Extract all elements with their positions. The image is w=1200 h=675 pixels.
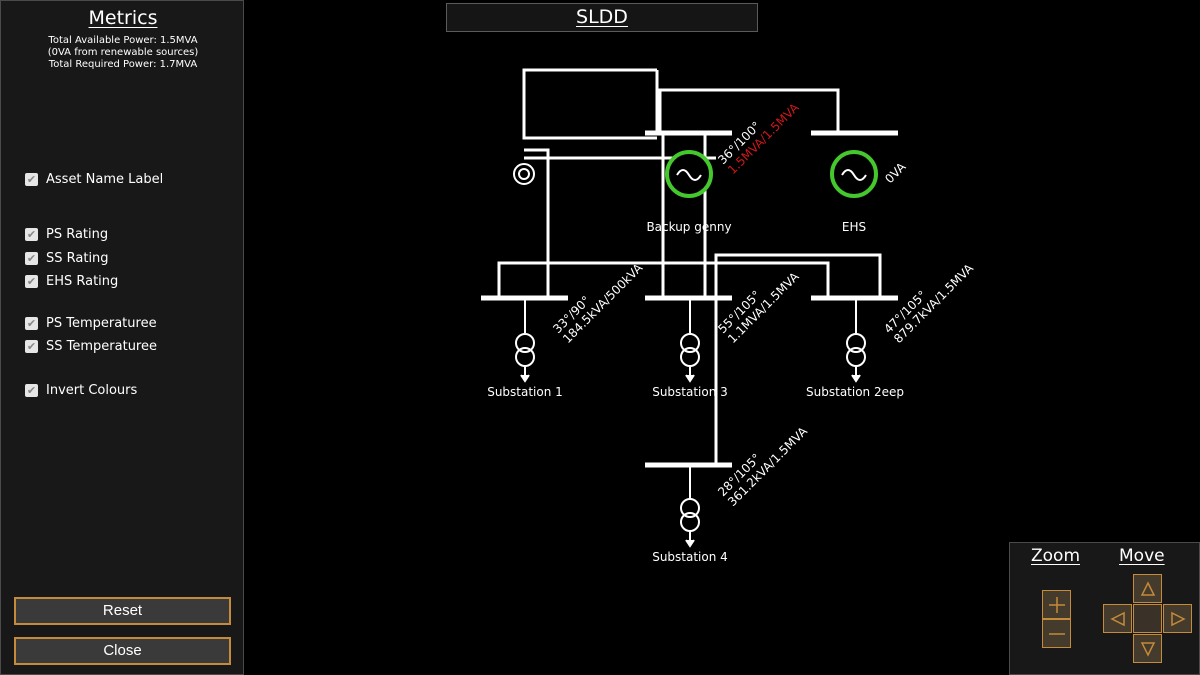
substation-3-label: Substation 3 bbox=[652, 385, 728, 399]
transformer-icon[interactable] bbox=[680, 300, 700, 383]
substation-4-label: Substation 4 bbox=[652, 550, 728, 564]
option-ps-rating[interactable]: ✔ PS Rating bbox=[25, 227, 108, 242]
option-ehs-rating[interactable]: ✔ EHS Rating bbox=[25, 274, 118, 289]
minus-icon bbox=[1048, 632, 1065, 635]
metrics-title: Metrics bbox=[88, 7, 158, 29]
metrics-panel: Metrics Total Available Power: 1.5MVA (0… bbox=[0, 0, 244, 675]
metrics-summary: Total Available Power: 1.5MVA (0VA from … bbox=[1, 35, 245, 71]
move-down-button[interactable] bbox=[1133, 634, 1162, 663]
move-right-button[interactable] bbox=[1163, 604, 1192, 633]
substation-1-label: Substation 1 bbox=[487, 385, 563, 399]
zoom-in-button[interactable] bbox=[1042, 590, 1071, 619]
zoom-out-button[interactable] bbox=[1042, 619, 1071, 648]
checkbox-icon[interactable]: ✔ bbox=[25, 173, 38, 186]
feeder-line bbox=[658, 88, 840, 133]
option-label: PS Temperaturee bbox=[46, 316, 157, 331]
diagram-title-bar: SLDD bbox=[446, 3, 758, 32]
option-label: Asset Name Label bbox=[46, 172, 164, 187]
checkbox-icon[interactable]: ✔ bbox=[25, 317, 38, 330]
option-ss-temperature[interactable]: ✔ SS Temperaturee bbox=[25, 339, 157, 354]
checkbox-icon[interactable]: ✔ bbox=[25, 340, 38, 353]
arrow-up-icon bbox=[1140, 580, 1155, 596]
transformer-icon[interactable] bbox=[846, 300, 866, 383]
transformer-icon[interactable] bbox=[680, 467, 700, 548]
backup-genny-generator-icon[interactable] bbox=[665, 150, 713, 198]
plus-icon bbox=[1048, 596, 1065, 613]
renewable-power: (0VA from renewable sources) bbox=[47, 47, 199, 58]
diagram-title: SLDD bbox=[576, 6, 628, 28]
feeder-line bbox=[497, 261, 830, 298]
navigation-panel: Zoom Move bbox=[1009, 542, 1200, 675]
transformer-icon[interactable] bbox=[515, 300, 535, 383]
option-ps-temperature[interactable]: ✔ PS Temperaturee bbox=[25, 316, 157, 331]
ehs-power-rating: 0VA bbox=[882, 159, 909, 186]
option-label: SS Temperaturee bbox=[46, 339, 157, 354]
option-ss-rating[interactable]: ✔ SS Rating bbox=[25, 251, 109, 266]
grid-source-icon[interactable] bbox=[513, 163, 535, 185]
arrow-down-icon bbox=[1140, 641, 1155, 657]
total-required-power: Total Required Power: 1.7MVA bbox=[48, 59, 198, 70]
option-label: EHS Rating bbox=[46, 274, 119, 289]
substation-2eep-label: Substation 2eep bbox=[806, 385, 904, 399]
move-up-button[interactable] bbox=[1133, 574, 1162, 603]
feeder-lines bbox=[497, 68, 882, 465]
option-invert-colours[interactable]: ✔ Invert Colours bbox=[25, 383, 137, 398]
reset-button[interactable]: Reset bbox=[14, 597, 231, 625]
move-left-button[interactable] bbox=[1103, 604, 1132, 633]
option-asset-name-label[interactable]: ✔ Asset Name Label bbox=[25, 172, 163, 187]
checkbox-icon[interactable]: ✔ bbox=[25, 275, 38, 288]
arrow-left-icon bbox=[1109, 611, 1125, 626]
feeder-line bbox=[714, 253, 882, 298]
move-center-button[interactable] bbox=[1133, 604, 1162, 633]
zoom-title: Zoom bbox=[1031, 546, 1081, 566]
backup-genny-label: Backup genny bbox=[646, 220, 731, 234]
checkbox-icon[interactable]: ✔ bbox=[25, 228, 38, 241]
checkbox-icon[interactable]: ✔ bbox=[25, 252, 38, 265]
ehs-generator-icon[interactable] bbox=[830, 150, 878, 198]
checkbox-icon[interactable]: ✔ bbox=[25, 384, 38, 397]
total-available-power: Total Available Power: 1.5MVA bbox=[48, 35, 198, 46]
feeder-line bbox=[522, 68, 657, 140]
option-label: PS Rating bbox=[46, 227, 109, 242]
option-label: Invert Colours bbox=[46, 383, 138, 398]
busbars bbox=[481, 130, 898, 468]
option-label: SS Rating bbox=[46, 251, 109, 266]
feeder-line bbox=[524, 148, 550, 298]
close-button[interactable]: Close bbox=[14, 637, 231, 665]
ehs-label: EHS bbox=[842, 220, 866, 234]
move-title: Move bbox=[1119, 546, 1165, 566]
arrow-right-icon bbox=[1170, 611, 1186, 626]
